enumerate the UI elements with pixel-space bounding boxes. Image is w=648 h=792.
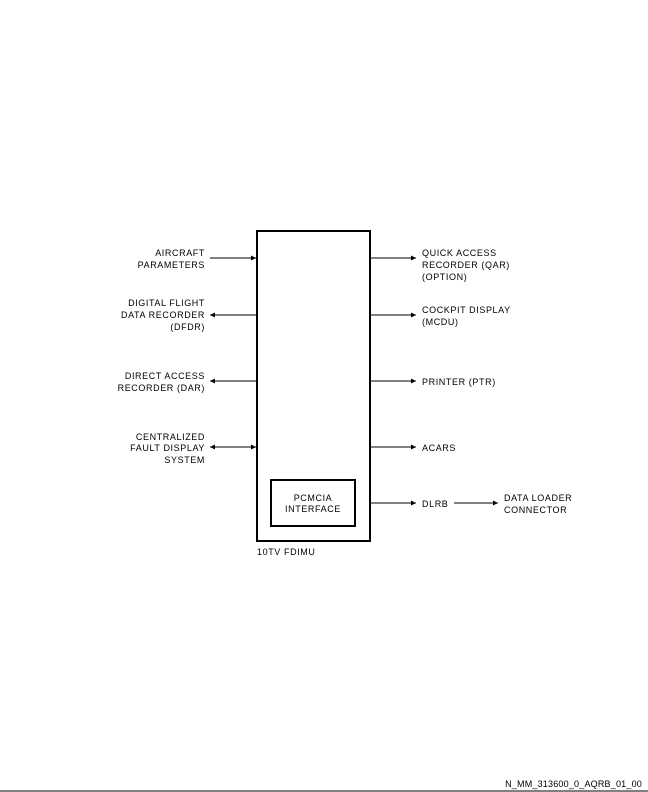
- dlrb-label: DLRB: [422, 499, 448, 509]
- dfdr-label-1: DIGITAL FLIGHT: [128, 298, 205, 308]
- qar-label-2: RECORDER (QAR): [422, 260, 510, 270]
- mcdu-label-2: (MCDU): [422, 317, 459, 327]
- acars-label: ACARS: [422, 443, 456, 453]
- cfds-label-2: FAULT DISPLAY: [130, 443, 205, 453]
- dar-label-2: RECORDER (DAR): [118, 383, 205, 393]
- data-loader-label-2: CONNECTOR: [504, 505, 567, 515]
- pcmcia-label-line-1: PCMCIA: [294, 493, 333, 503]
- figure-reference: N_MM_313600_0_AQRB_01_00: [505, 779, 642, 789]
- dar-label-1: DIRECT ACCESS: [125, 371, 205, 381]
- pcmcia-interface-box: [270, 479, 356, 527]
- dfdr-label-2: DATA RECORDER: [121, 310, 205, 320]
- qar-label-3: (OPTION): [422, 272, 467, 282]
- cfds-label-1: CENTRALIZED: [136, 432, 205, 442]
- ptr-label: PRINTER (PTR): [422, 377, 496, 387]
- qar-label-1: QUICK ACCESS: [422, 248, 497, 258]
- mcdu-label-1: COCKPIT DISPLAY: [422, 305, 511, 315]
- dfdr-label-3: (DFDR): [170, 322, 205, 332]
- unit-caption: 10TV FDIMU: [257, 547, 316, 557]
- data-loader-label-1: DATA LOADER: [504, 493, 572, 503]
- aircraft-parameters-label-2: PARAMETERS: [138, 260, 205, 270]
- pcmcia-label-line-2: INTERFACE: [285, 504, 341, 514]
- aircraft-parameters-label-1: AIRCRAFT: [155, 248, 205, 258]
- cfds-label-3: SYSTEM: [164, 455, 205, 465]
